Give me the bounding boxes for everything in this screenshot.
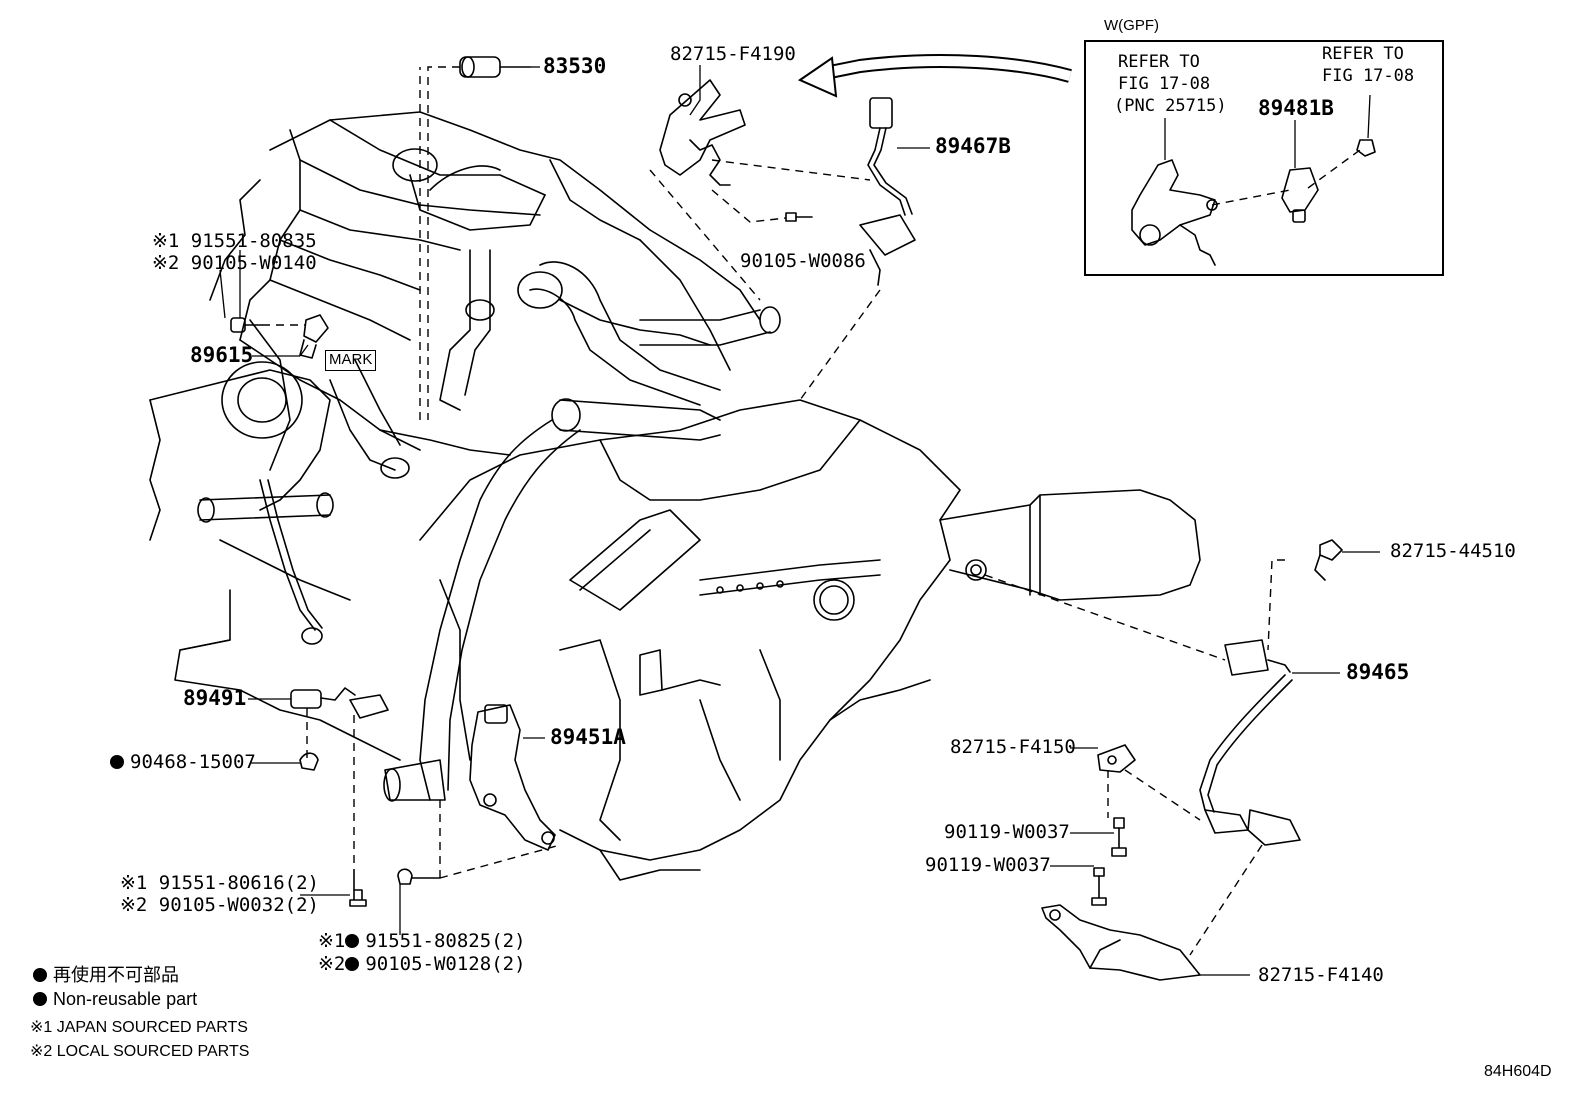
part-89467B-label: 89467B xyxy=(935,134,1011,158)
part-89467B-drawing xyxy=(859,97,916,286)
legend-dot-jp xyxy=(33,968,47,982)
mark-label: MARK xyxy=(325,350,377,371)
inset-left-ref-line3: (PNC 25715) xyxy=(1114,96,1227,116)
legend-non-reusable-jp-text: 再使用不可部品 xyxy=(53,965,179,985)
non-reusable-dot xyxy=(110,755,124,769)
gpf-inset-box xyxy=(1084,40,1444,276)
inset-drawings xyxy=(1131,139,1376,266)
part-89451A-drawing xyxy=(469,704,556,851)
legend-japan-sourced: ※1 JAPAN SOURCED PARTS xyxy=(30,1019,248,1036)
lower-bolts-drawing xyxy=(349,868,441,907)
part-82715-F4150-label: 82715-F4150 xyxy=(950,736,1076,758)
part-91551-80835-label: ※1 91551-80835 xyxy=(152,230,317,252)
engine-block-outline xyxy=(209,111,761,456)
part-90105-W0086-drawing xyxy=(785,212,813,222)
part-82715-44510-label: 82715-44510 xyxy=(1390,540,1516,562)
part-90119-W0037-drawings xyxy=(1091,817,1127,906)
part-90468-15007-text: 90468-15007 xyxy=(130,751,256,773)
legend-non-reusable-en: Non-reusable part xyxy=(33,990,197,1008)
figure-id: 84H604D xyxy=(1484,1063,1552,1080)
part-82715-44510-drawing xyxy=(1314,539,1343,581)
part-89451A-label: 89451A xyxy=(550,725,626,749)
inset-right-ref-line2: FIG 17-08 xyxy=(1322,66,1415,86)
non-reusable-dot xyxy=(345,934,360,948)
part-83530-label: 83530 xyxy=(543,54,607,78)
part-82715-F4190-label: 82715-F4190 xyxy=(670,43,796,65)
legend-non-reusable-en-text: Non-reusable part xyxy=(53,989,198,1009)
part-90105-W0032-label: ※2 90105-W0032(2) xyxy=(120,894,319,916)
part-90105-W0128-text: 90105-W0128(2) xyxy=(365,953,526,975)
legend-dot-en xyxy=(33,992,47,1006)
transmission-case xyxy=(419,399,961,881)
part-90119-W0037-label-a: 90119-W0037 xyxy=(944,821,1070,843)
part-90468-15007-drawing xyxy=(299,752,319,771)
part-83530-drawing xyxy=(459,56,531,78)
inset-title: W(GPF) xyxy=(1104,17,1159,34)
part-89615-drawing xyxy=(230,314,329,359)
part-90468-15007-label: 90468-15007 xyxy=(110,753,256,772)
part-91551-80616-label: ※1 91551-80616(2) xyxy=(120,872,319,894)
part-82715-F4190-drawing xyxy=(659,79,746,186)
part-90105-W0128-label: ※2 90105-W0128(2) xyxy=(318,955,526,974)
part-89491-label: 89491 xyxy=(183,686,247,710)
reference-arrow xyxy=(797,54,1072,98)
part-90105-W0140-label: ※2 90105-W0140 xyxy=(152,252,317,274)
part-89615-label: 89615 xyxy=(190,343,254,367)
part-82715-F4150-drawing xyxy=(1097,744,1136,773)
part-90105-W0086-label: 90105-W0086 xyxy=(740,250,866,272)
legend-non-reusable-jp: 再使用不可部品 xyxy=(33,966,179,984)
inset-left-ref-line1: REFER TO xyxy=(1118,52,1200,72)
part-89491-drawing xyxy=(290,687,389,719)
inset-right-ref-line1: REFER TO xyxy=(1322,44,1404,64)
left-engine-side xyxy=(149,319,401,761)
japan-note-prefix: ※1 xyxy=(318,930,346,952)
inset-left-ref-line2: FIG 17-08 xyxy=(1118,74,1211,94)
non-reusable-dot xyxy=(345,957,360,971)
hoses xyxy=(329,148,781,802)
part-89465-label: 89465 xyxy=(1346,660,1410,684)
legend-local-sourced: ※2 LOCAL SOURCED PARTS xyxy=(30,1043,250,1060)
part-82715-F4140-label: 82715-F4140 xyxy=(1258,964,1384,986)
part-91551-80825-text: 91551-80825(2) xyxy=(365,930,526,952)
part-90119-W0037-label-b: 90119-W0037 xyxy=(925,854,1051,876)
output-tube xyxy=(939,489,1201,601)
part-82715-F4140-drawing xyxy=(1041,904,1201,981)
local-note-prefix: ※2 xyxy=(318,953,346,975)
part-91551-80825-label: ※1 91551-80825(2) xyxy=(318,932,526,951)
part-89481B-label: 89481B xyxy=(1258,96,1334,120)
part-89465-drawing xyxy=(1199,639,1301,846)
